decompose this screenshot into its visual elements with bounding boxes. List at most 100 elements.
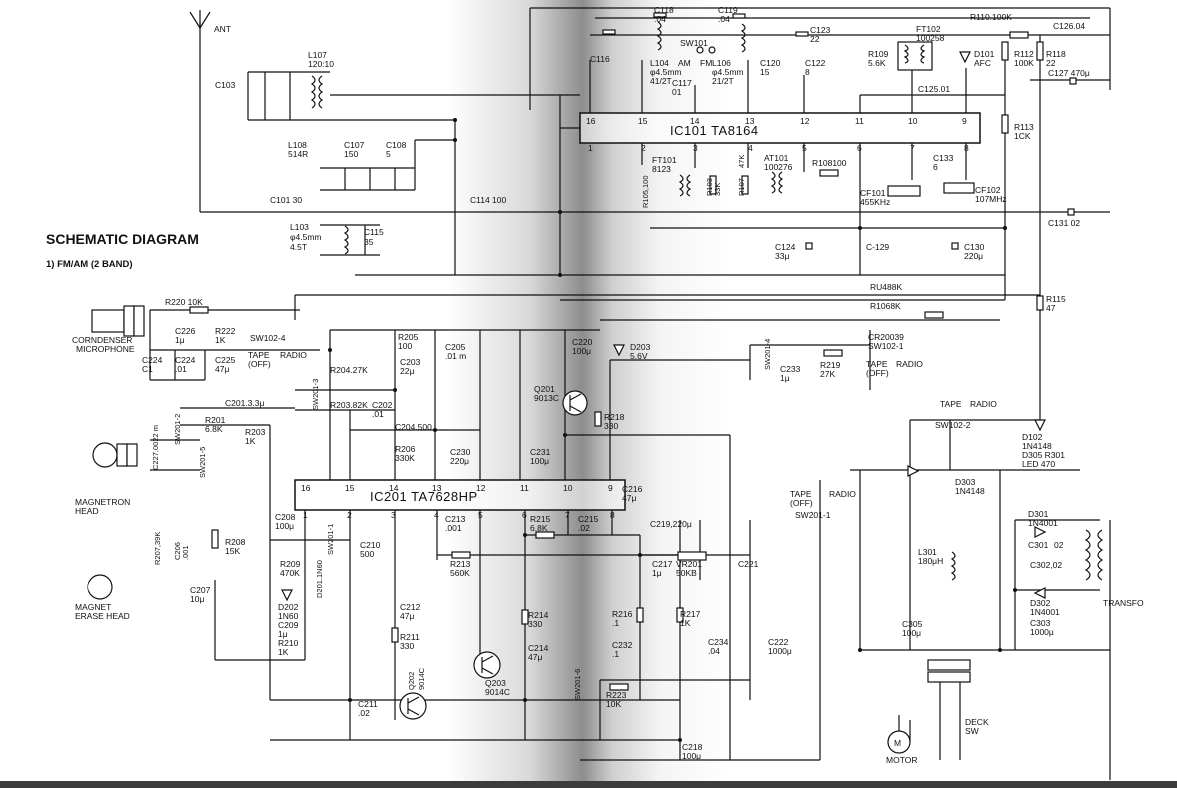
- label-c211: C211: [358, 699, 378, 709]
- label-c220: C220: [572, 337, 593, 347]
- q202-transistor: [399, 692, 427, 720]
- label-off-1: (OFF): [248, 359, 271, 369]
- label-c115: C115: [364, 227, 384, 237]
- label-off-2: (OFF): [866, 368, 889, 378]
- r217-resistor: [676, 607, 684, 623]
- svg-text:3: 3: [391, 510, 396, 520]
- label-c117-value: 01: [672, 87, 682, 97]
- label-c120-value: 15: [760, 67, 770, 77]
- svg-text:16: 16: [586, 116, 596, 126]
- microphone: [91, 305, 145, 337]
- transformer: [1084, 529, 1104, 581]
- label-c214: C214: [528, 643, 549, 653]
- svg-text:13: 13: [745, 116, 755, 126]
- label-r206: R206: [395, 444, 416, 454]
- label-r208: R208: [225, 537, 246, 547]
- label-r112-value: 100K: [1014, 58, 1034, 68]
- label-c214-value: 47μ: [528, 652, 542, 662]
- svg-text:11: 11: [855, 116, 864, 126]
- q203-transistor: [473, 651, 501, 679]
- label-sw201-2: SW201-2: [173, 414, 182, 445]
- label-r115: R115: [1046, 294, 1066, 304]
- label-r118: R118: [1046, 49, 1066, 59]
- middle-rails: [150, 294, 1041, 650]
- label-r219: R219: [820, 360, 841, 370]
- label-l301: L301: [918, 547, 937, 557]
- label-c133-value: 6: [933, 162, 938, 172]
- label-q202-value: 9014C: [417, 667, 426, 690]
- label-r223-value: 10K: [606, 699, 621, 709]
- label-ft102-value: 100258: [916, 33, 945, 43]
- label-q202: Q202: [407, 672, 416, 690]
- label-r201-value: 6.8K: [205, 424, 223, 434]
- label-r209: R209: [280, 559, 301, 569]
- label-l104: L104: [650, 58, 669, 68]
- label-d203-value: 5.6V: [630, 351, 648, 361]
- label-at101-value: 100276: [764, 162, 793, 172]
- label-c126: C126.04: [1053, 21, 1085, 31]
- label-sw201-6: SW201-6: [573, 669, 582, 700]
- label-c123-value: 22: [810, 34, 820, 44]
- label-r216: R216: [612, 609, 633, 619]
- label-cf101-value: 455KHz: [860, 197, 890, 207]
- label-d101: D101: [974, 49, 995, 59]
- label-d201: D201.1N60: [315, 560, 324, 598]
- label-c222-value: 1000μ: [768, 646, 792, 656]
- label-c133: C133: [933, 153, 954, 163]
- label-erase-head: ERASE HEAD: [75, 611, 130, 621]
- label-c207-value: 10μ: [190, 594, 204, 604]
- label-c117: C117: [672, 78, 692, 88]
- r216-resistor: [636, 607, 644, 623]
- label-sw102-1: SW102-1: [868, 341, 904, 351]
- svg-text:15: 15: [638, 116, 648, 126]
- label-c210-value: 500: [360, 549, 374, 559]
- label-l108: L108: [288, 140, 307, 150]
- r211-resistor: [391, 627, 399, 643]
- label-c208-value: 100μ: [275, 521, 294, 531]
- label-c215: C215: [578, 514, 599, 524]
- label-sw101: SW101: [680, 38, 708, 48]
- label-d102-value: 1N4148: [1022, 441, 1052, 451]
- svg-text:15: 15: [345, 483, 355, 493]
- svg-text:13: 13: [432, 483, 442, 493]
- label-c220-value: 100μ: [572, 346, 591, 356]
- d102-diode: [1034, 419, 1046, 432]
- label-c210: C210: [360, 540, 381, 550]
- ic101-top-components: [602, 12, 1077, 134]
- label-c208: C208: [275, 512, 296, 522]
- label-cr20039: CR20039: [868, 332, 904, 342]
- label-l103: L103: [290, 222, 309, 232]
- ic201-name: IC201 TA7628HP: [370, 489, 478, 504]
- label-c122-value: 8: [805, 67, 810, 77]
- label-c107: C107: [344, 140, 365, 150]
- label-c131: C131 02: [1048, 218, 1080, 228]
- label-r206-value: 330K: [395, 453, 415, 463]
- label-c232: C232: [612, 640, 633, 650]
- label-motor: MOTOR: [886, 755, 917, 765]
- label-c103: C103: [215, 80, 236, 90]
- label-r105: R105,100: [641, 175, 650, 208]
- label-c201: C201.3.3μ: [225, 398, 264, 408]
- label-c207: C207: [190, 585, 211, 595]
- antenna: ANT: [189, 10, 231, 212]
- label-ant: ANT: [214, 24, 231, 34]
- label-r110: R110.100K: [970, 12, 1012, 22]
- label-r103-value: 33K: [713, 183, 722, 196]
- label-r103: R103: [705, 178, 714, 196]
- label-off-4: (OFF): [790, 498, 813, 508]
- motor: M: [887, 715, 911, 754]
- svg-text:10: 10: [563, 483, 573, 493]
- label-r205-value: 100: [398, 341, 412, 351]
- label-r207: R207,39K: [153, 532, 162, 565]
- label-l106-value: φ4.5mm: [712, 67, 744, 77]
- label-tape-3: TAPE: [940, 399, 962, 409]
- label-q203-value: 9014C: [485, 687, 510, 697]
- label-d301-value: 1N4001: [1028, 518, 1058, 528]
- label-c124: C124: [775, 242, 796, 252]
- label-ft101: FT101: [652, 155, 677, 165]
- r218-resistor: [594, 411, 602, 427]
- top-rails: [529, 7, 1111, 300]
- label-r204: R204.27K: [330, 365, 368, 375]
- label-d301: D301: [1028, 509, 1049, 519]
- preamp-wires: [295, 329, 871, 480]
